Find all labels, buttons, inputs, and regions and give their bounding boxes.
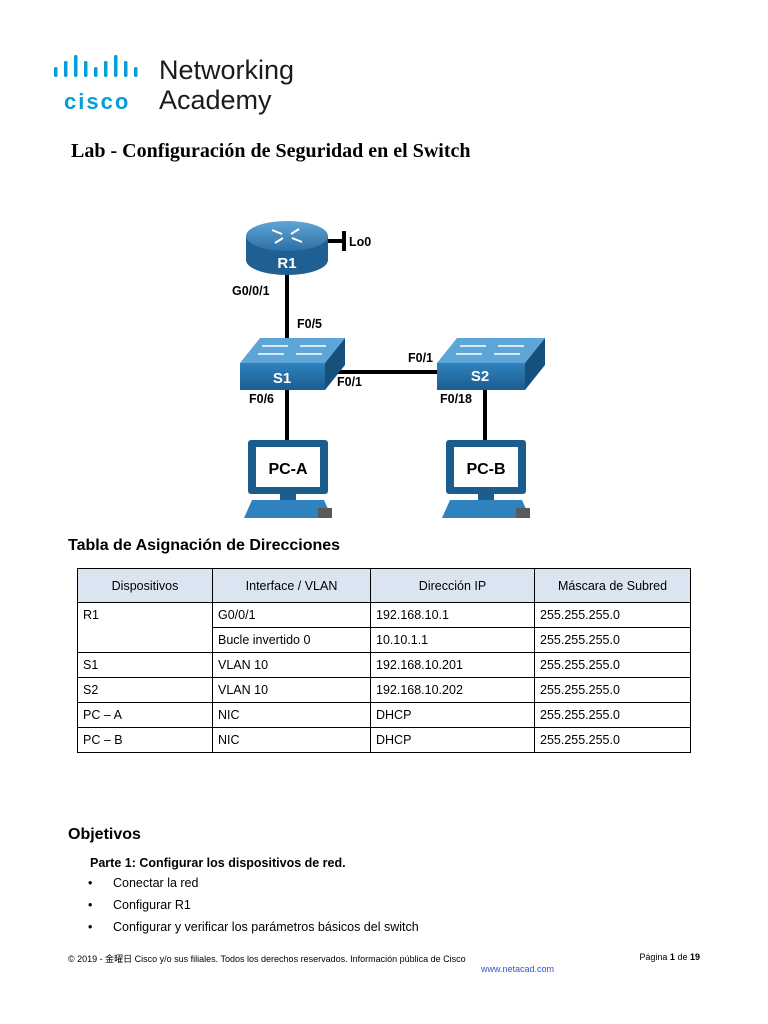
addressing-table-heading: Tabla de Asignación de Direcciones [68,537,341,554]
table-cell: S2 [77,677,213,703]
page-title: Lab - Configuración de Seguridad en el S… [71,140,471,162]
logo-networking: Networking [159,55,295,85]
addressing-table: Dispositivos Interface / VLAN Dirección … [77,568,691,753]
table-cell: S1 [77,652,213,678]
label-lo0: Lo0 [349,235,371,249]
label-s2-f01: F0/1 [408,351,433,365]
s2-label: S2 [471,368,489,385]
bullet: • [88,898,93,912]
cisco-networking-academy-logo: cisco Networking Academy [52,55,312,119]
label-s1-f01: F0/1 [337,375,362,389]
table-cell: PC – B [77,727,213,753]
table-cell: 255.255.255.0 [534,727,691,753]
table-cell [77,627,213,653]
cisco-bars-icon [54,55,138,77]
table-row: Bucle invertido 0 10.10.1.1 255.255.255.… [77,627,691,653]
table-cell: VLAN 10 [212,652,371,678]
table-cell: 10.10.1.1 [370,627,535,653]
table-cell: G0/0/1 [212,602,371,628]
label-r1-g0: G0/0/1 [232,284,270,298]
pc-b: PC-B [442,440,530,518]
switch-s2: S2 [437,338,545,390]
table-row: PC – A NIC DHCP 255.255.255.0 [77,702,691,728]
website-link[interactable]: www.netacad.com [481,964,555,974]
table-cell: PC – A [77,702,213,728]
list-item: •Configurar y verificar los parámetros b… [88,916,419,938]
table-row: S1 VLAN 10 192.168.10.201 255.255.255.0 [77,652,691,678]
bullet: • [88,920,93,934]
table-row: PC – B NIC DHCP 255.255.255.0 [77,727,691,753]
page-number: Página 1 de 19 [639,952,700,962]
table-row: R1 G0/0/1 192.168.10.1 255.255.255.0 [77,602,691,628]
label-s2-f018: F0/18 [440,392,472,406]
table-cell: NIC [212,727,371,753]
table-cell: 255.255.255.0 [534,677,691,703]
table-cell: 255.255.255.0 [534,627,691,653]
pc-a: PC-A [244,440,332,518]
switch-s1: S1 [240,338,345,390]
network-topology-diagram: R1 S1 S2 PC-A PC [232,221,545,518]
table-cell: R1 [77,602,213,628]
cisco-wordmark: cisco [64,89,131,114]
table-cell: 192.168.10.202 [370,677,535,703]
table-header-row: Dispositivos Interface / VLAN Dirección … [77,568,691,603]
label-s1-f06: F0/6 [249,392,274,406]
objectives-part1: Parte 1: Configurar los dispositivos de … [90,856,346,870]
logo-academy: Academy [159,85,272,115]
table-cell: 255.255.255.0 [534,602,691,628]
bullet: • [88,876,93,890]
router-r1: R1 [246,221,328,275]
objectives-heading: Objetivos [68,826,141,843]
objectives-list: •Conectar la red •Configurar R1 •Configu… [88,872,419,938]
topology-links [285,231,487,446]
label-s1-f05: F0/5 [297,317,322,331]
table-cell: VLAN 10 [212,677,371,703]
page-footer: © 2019 - 金曜日 Cisco y/o sus filiales. Tod… [68,952,708,982]
column-header: Máscara de Subred [534,568,691,603]
table-row: S2 VLAN 10 192.168.10.202 255.255.255.0 [77,677,691,703]
table-cell: NIC [212,702,371,728]
table-cell: 255.255.255.0 [534,702,691,728]
table-cell: 192.168.10.1 [370,602,535,628]
r1-label: R1 [277,255,296,272]
table-cell: Bucle invertido 0 [212,627,371,653]
list-item: •Configurar R1 [88,894,419,916]
table-cell: DHCP [370,727,535,753]
column-header: Dispositivos [77,568,213,603]
s1-label: S1 [273,370,291,387]
pcb-label: PC-B [466,461,505,478]
column-header: Interface / VLAN [212,568,371,603]
pca-label: PC-A [268,461,308,478]
column-header: Dirección IP [370,568,535,603]
table-cell: 255.255.255.0 [534,652,691,678]
copyright-text: © 2019 - 金曜日 Cisco y/o sus filiales. Tod… [68,954,466,964]
list-item: •Conectar la red [88,872,419,894]
table-cell: DHCP [370,702,535,728]
table-cell: 192.168.10.201 [370,652,535,678]
